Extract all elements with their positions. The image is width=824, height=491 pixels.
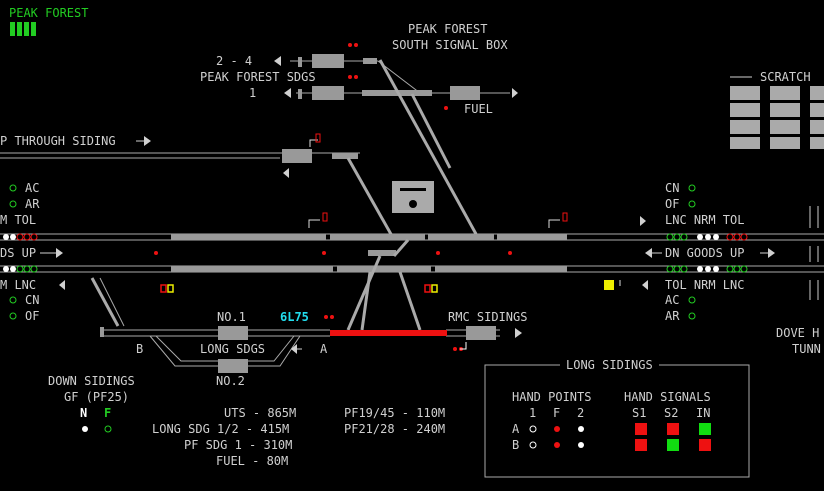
point-a-label: A: [320, 342, 328, 356]
long-sdgs-label: LONG SDGS: [200, 342, 266, 356]
length-uts: UTS - 865M: [224, 406, 297, 420]
left-cn-label: CN: [25, 293, 40, 307]
long-sidings-panel: [484, 364, 750, 478]
signal-box-subtitle: SOUTH SIGNAL BOX: [392, 38, 508, 52]
hs-col-s2: S2: [664, 406, 679, 420]
scratch-sidings: [730, 86, 824, 149]
scratch-label: SCRATCH: [760, 70, 811, 84]
length-pf2128: PF21/28 - 240M: [344, 422, 446, 436]
arrow-right-icon: [640, 216, 646, 226]
down-sidings-f: F: [104, 406, 112, 420]
length-pf1945: PF19/45 - 110M: [344, 406, 446, 420]
no1-label: NO.1: [217, 310, 246, 324]
tol-nrm-lnc-label: TOL NRM LNC: [665, 278, 745, 292]
left-ac-label: AC: [25, 181, 40, 195]
signal-box-icon: [392, 181, 434, 213]
row-a-label: A: [512, 422, 520, 436]
hand-points-label: HAND POINTS: [512, 390, 592, 404]
length-pf-sdg: PF SDG 1 - 310M: [184, 438, 293, 452]
arrow-left-icon: [283, 168, 289, 178]
down-sidings-n: N: [80, 406, 88, 420]
rmc-sidings-label: RMC SIDINGS: [448, 310, 528, 324]
arrow-left-icon: [59, 280, 65, 290]
length-long-sdg: LONG SDG 1/2 - 415M: [152, 422, 290, 436]
status-blocks: [10, 22, 36, 36]
hp-col-1: 1: [529, 406, 537, 420]
occupied-track: [330, 330, 447, 336]
row-b-label: B: [512, 438, 520, 452]
length-fuel: FUEL - 80M: [216, 454, 289, 468]
down-sidings-sub: GF (PF25): [64, 390, 130, 404]
lnc-nrm-tol-label: LNC NRM TOL: [665, 213, 745, 227]
arrow-left-icon: [642, 280, 648, 290]
left-ar-label: AR: [25, 197, 40, 211]
long-sidings-title: LONG SIDINGS: [560, 359, 659, 372]
m-lnc-label: M LNC: [0, 278, 37, 292]
panel-title: PEAK FOREST: [9, 6, 89, 20]
left-of-label: OF: [25, 309, 40, 323]
through-siding-label: P THROUGH SIDING: [0, 134, 116, 148]
arrow-left-icon: [274, 56, 281, 66]
right-of-label: OF: [665, 197, 680, 211]
no2-label: NO.2: [216, 374, 245, 388]
arrow-right-icon: [515, 328, 522, 338]
signal-box-title: PEAK FOREST: [408, 22, 488, 36]
hand-signals-label: HAND SIGNALS: [624, 390, 711, 404]
hs-col-s1: S1: [632, 406, 647, 420]
route-2-4: 2 - 4: [216, 54, 253, 68]
right-cn-label: CN: [665, 181, 680, 195]
right-ac-label: AC: [665, 293, 680, 307]
arrow-left-icon: [284, 88, 291, 98]
hs-col-in: IN: [696, 406, 711, 420]
ds-up-label: DS UP: [0, 246, 37, 260]
hp-col-2: 2: [577, 406, 585, 420]
train-description[interactable]: 6L75: [280, 310, 309, 324]
dove-label: DOVE H: [776, 326, 820, 340]
dn-goods-up-label: DN GOODS UP: [665, 246, 745, 260]
tunnel-label: TUNN: [792, 342, 821, 356]
point-b-label: B: [136, 342, 144, 356]
down-sidings-title: DOWN SIDINGS: [48, 374, 135, 388]
m-tol-label: M TOL: [0, 213, 37, 227]
arrow-right-icon: [512, 88, 518, 98]
right-ar-label: AR: [665, 309, 680, 323]
hp-col-f: F: [553, 406, 561, 420]
fuel-label: FUEL: [464, 102, 493, 116]
route-1: 1: [249, 86, 257, 100]
peak-forest-sdgs-label: PEAK FOREST SDGS: [200, 70, 316, 84]
